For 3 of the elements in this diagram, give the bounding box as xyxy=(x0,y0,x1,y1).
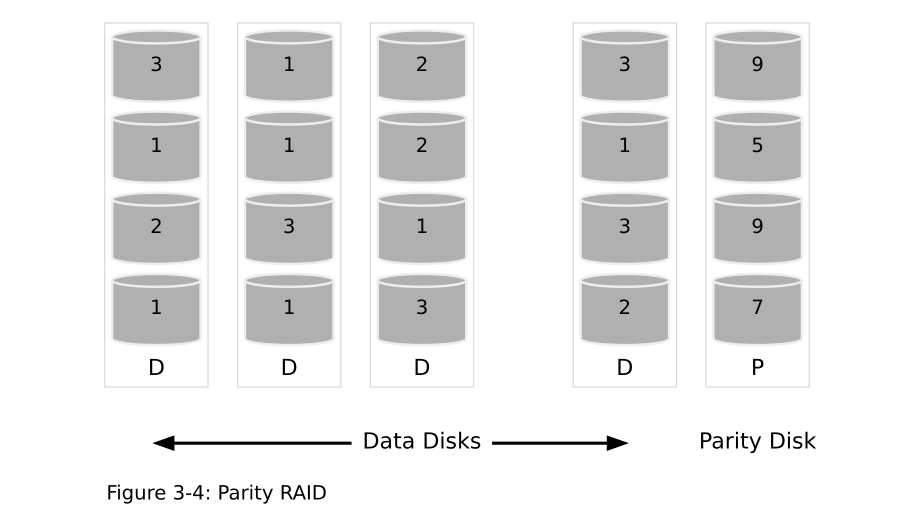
caption: Figure 3-4: Parity RAID xyxy=(106,481,326,504)
label: Parity Disk xyxy=(698,428,816,455)
label: Data Disks xyxy=(362,428,481,455)
